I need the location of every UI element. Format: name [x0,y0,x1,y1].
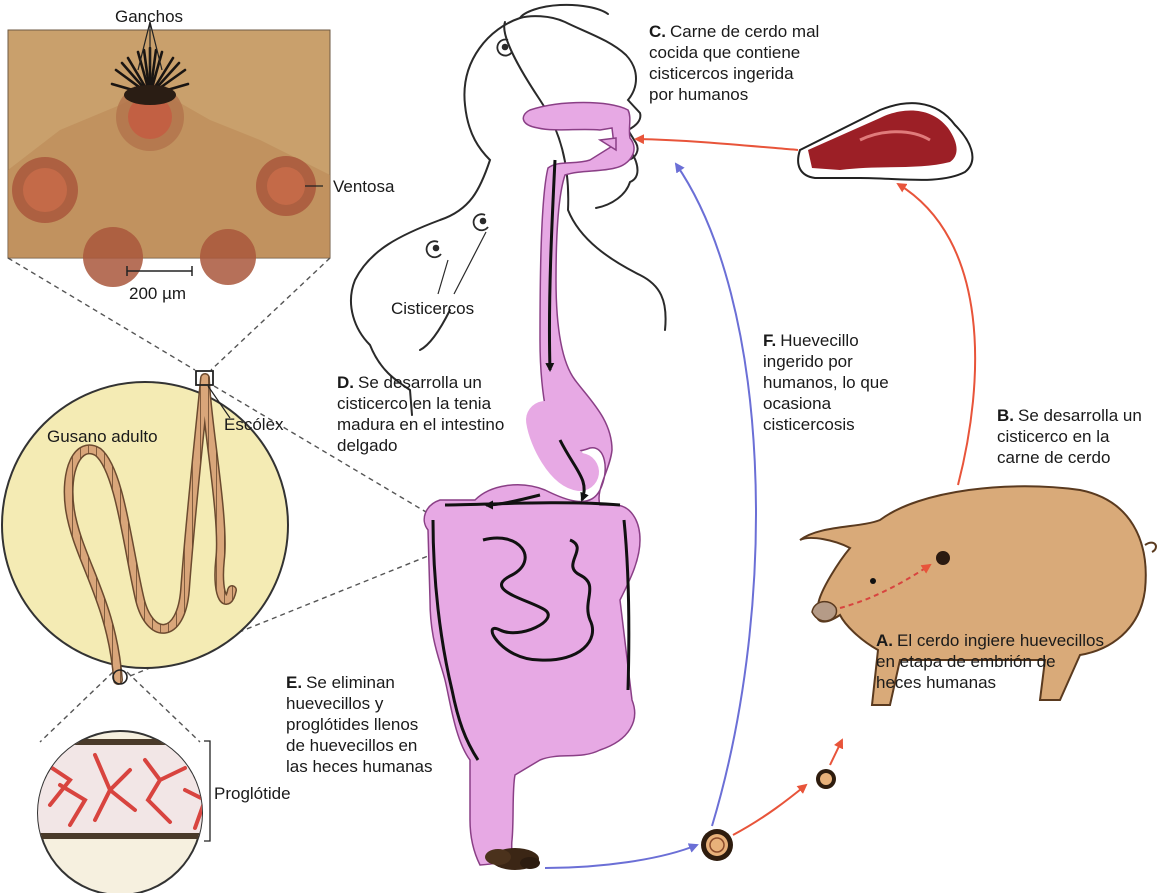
step-b-key: B. [997,406,1014,425]
step-c: C.Carne de cerdo mal cocida que contiene… [649,21,819,105]
sucker-label: Ventosa [333,176,394,197]
step-b-text: Se desarrolla un cisticerco en la carne … [997,406,1142,467]
step-e: E.Se eliminan huevecillos y proglótides … [286,672,432,777]
scolex-label: Escólex [224,414,284,435]
step-d: D.Se desarrolla un cisticerco en la teni… [337,372,504,456]
cysticerci-icons [427,40,512,294]
step-e-key: E. [286,673,302,692]
digestive-tract [424,103,640,866]
scolex-micrograph [8,30,330,287]
step-c-key: C. [649,22,666,41]
human-outline [351,5,666,415]
embryonated-egg-large [701,829,733,861]
feces [485,848,540,870]
step-f: F.Huevecillo ingerido por humanos, lo qu… [763,330,889,435]
step-e-text: Se eliminan huevecillos y proglótides ll… [286,673,432,776]
step-d-text: Se desarrolla un cisticerco en la tenia … [337,373,504,455]
step-c-text: Carne de cerdo mal cocida que contiene c… [649,22,819,104]
scale-label: 200 µm [129,283,186,304]
embryonated-egg-small [816,769,836,789]
cysticerci-label: Cisticercos [391,298,474,319]
step-a: A.El cerdo ingiere huevecillos en etapa … [876,630,1104,693]
step-d-key: D. [337,373,354,392]
proglottid-label: Proglótide [214,783,291,804]
adult-worm-label: Gusano adulto [47,426,158,447]
hooks-label: Ganchos [115,6,183,27]
step-b: B.Se desarrolla un cisticerco en la carn… [997,405,1142,468]
step-a-text: El cerdo ingiere huevecillos en etapa de… [876,631,1104,692]
step-f-text: Huevecillo ingerido por humanos, lo que … [763,331,889,434]
step-f-key: F. [763,331,776,350]
proglottid-circle [20,731,220,893]
pork-meat [798,103,972,180]
step-a-key: A. [876,631,893,650]
